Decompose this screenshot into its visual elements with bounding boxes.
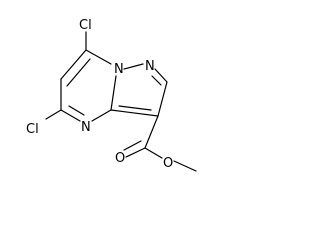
- bond-c3-cester: [144, 115, 159, 149]
- atom-cl-top: Cl: [79, 18, 92, 33]
- atom-labels: Cl N N Cl N O O: [26, 18, 173, 171]
- bond-cester-o-ester: [144, 147, 163, 159]
- bond-n2-c2-double: [151, 75, 162, 86]
- bond-n2-c2: [154, 68, 168, 83]
- atom-cl-left: Cl: [26, 122, 39, 137]
- bond-c5-cl-left: [45, 109, 62, 120]
- atom-n-bridge: N: [114, 62, 124, 77]
- bond-c7-c6-double: [66, 58, 91, 87]
- bond-c5-n4: [60, 109, 81, 122]
- atom-o-ester: O: [163, 156, 173, 171]
- bond-n1-n2: [123, 63, 144, 70]
- bond-o-methyl: [173, 160, 197, 172]
- bond-c7-c6: [60, 49, 87, 80]
- bonds: [45, 31, 197, 172]
- bond-cester-o-carbonyl-double: [123, 140, 142, 151]
- atom-n-lower: N: [81, 120, 91, 135]
- atom-n-ring: N: [145, 59, 155, 74]
- molecule-diagram: Cl N N Cl N O O: [26, 18, 197, 172]
- bond-c3-c3a-double: [118, 105, 152, 111]
- bond-c3a-n1: [110, 75, 117, 111]
- bond-c3-c3a: [110, 109, 159, 117]
- chemical-structure-canvas: Cl N N Cl N O O: [26, 18, 197, 172]
- atom-o-carbonyl: O: [115, 151, 125, 166]
- bond-n4-c3a: [91, 109, 112, 122]
- bond-c2-c3: [157, 81, 168, 117]
- bond-c7-n1: [85, 49, 112, 65]
- bond-c5-n4-double: [68, 105, 85, 116]
- bond-cester-o-carbonyl: [125, 147, 146, 158]
